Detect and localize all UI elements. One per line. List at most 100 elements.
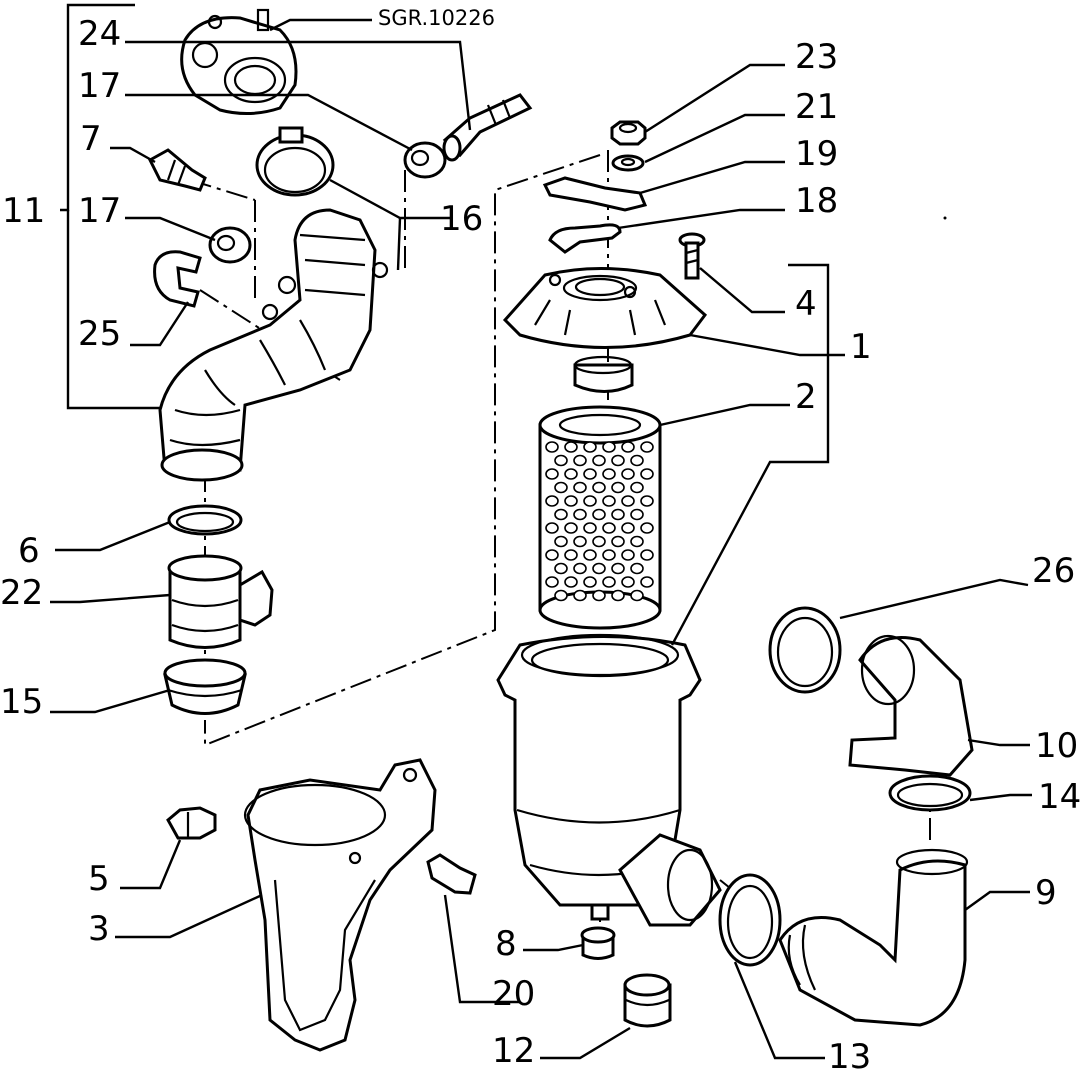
perforation-hole xyxy=(545,495,559,507)
perforation-hole xyxy=(602,522,616,534)
label-14: 14 xyxy=(1038,777,1080,817)
leader-lines xyxy=(50,3,1032,1060)
perforation-hole xyxy=(611,481,625,494)
ring-clamp-6 xyxy=(167,504,243,536)
perforation-hole xyxy=(583,576,597,588)
perforation-hole xyxy=(564,495,578,507)
label-16: 16 xyxy=(440,199,483,239)
perforation-hole xyxy=(611,562,625,575)
perforation-hole xyxy=(602,495,616,507)
grommet-17-lower xyxy=(208,226,252,264)
label-11: 11 xyxy=(2,191,45,231)
perforation-hole xyxy=(621,576,635,588)
label-24: 24 xyxy=(78,14,121,54)
label-17-lower: 17 xyxy=(78,191,121,231)
perforation-hole xyxy=(545,522,559,534)
filter-housing xyxy=(496,633,722,927)
perforation-hole xyxy=(630,535,644,548)
perforation-hole xyxy=(640,495,654,507)
label-22: 22 xyxy=(0,573,43,613)
perforation-hole xyxy=(545,549,559,561)
perforation-hole xyxy=(592,481,606,494)
perforation-hole xyxy=(630,508,644,521)
perforation-hole xyxy=(621,468,635,480)
perforation-hole xyxy=(554,481,568,494)
perforation-hole xyxy=(573,562,587,575)
label-20: 20 xyxy=(492,974,535,1014)
perforation-hole xyxy=(573,535,587,548)
mounting-bracket-3 xyxy=(243,758,437,1052)
perforation-hole xyxy=(564,441,578,453)
perforation-hole xyxy=(564,549,578,561)
label-18: 18 xyxy=(795,181,838,221)
air-mass-meter-22 xyxy=(167,554,274,649)
perforation-hole xyxy=(583,495,597,507)
bolt-5 xyxy=(166,806,217,840)
perforation-hole xyxy=(621,549,635,561)
perforation-hole xyxy=(640,576,654,588)
perforation-hole xyxy=(554,508,568,521)
label-9: 9 xyxy=(1035,873,1057,913)
perforation-hole xyxy=(611,535,625,548)
perforation-hole xyxy=(564,522,578,534)
label-4: 4 xyxy=(795,284,817,324)
perforation-hole xyxy=(573,508,587,521)
drawing-code: SGR.10226 xyxy=(378,6,495,30)
label-3: 3 xyxy=(88,909,110,949)
perforation-hole xyxy=(554,562,568,575)
perforation-hole xyxy=(621,522,635,534)
perforation-hole xyxy=(630,589,644,602)
perforation-hole xyxy=(554,535,568,548)
label-15: 15 xyxy=(0,682,43,722)
perforation-hole xyxy=(611,589,625,602)
perforation-hole xyxy=(621,495,635,507)
perforation-hole xyxy=(602,576,616,588)
perforation-hole xyxy=(602,468,616,480)
elbow-hose-25 xyxy=(153,250,202,308)
label-21: 21 xyxy=(795,87,838,127)
bracket-19 xyxy=(542,176,648,212)
perforation-hole xyxy=(630,481,644,494)
perforation-hole xyxy=(583,468,597,480)
perforation-hole xyxy=(564,576,578,588)
screw-4 xyxy=(678,232,706,280)
label-6: 6 xyxy=(18,531,40,571)
filter-perforation xyxy=(545,441,654,602)
label-23: 23 xyxy=(795,37,838,77)
perforation-hole xyxy=(592,535,606,548)
label-17-upper: 17 xyxy=(78,66,121,106)
perforation-hole xyxy=(554,589,568,602)
perforation-hole xyxy=(621,441,635,453)
air-hose-9 xyxy=(778,848,969,1027)
bracket-18 xyxy=(548,223,622,254)
intake-duct-11 xyxy=(158,208,389,482)
perforation-hole xyxy=(545,576,559,588)
stray-mark xyxy=(943,216,947,220)
nut-23 xyxy=(610,120,647,146)
perforation-hole xyxy=(640,522,654,534)
label-19: 19 xyxy=(795,134,838,174)
hose-clamp-14 xyxy=(888,774,972,812)
perforation-hole xyxy=(611,508,625,521)
perforation-hole xyxy=(573,481,587,494)
perforation-hole xyxy=(573,589,587,602)
hose-clamp-13 xyxy=(718,873,782,967)
label-25: 25 xyxy=(78,314,121,354)
perforation-hole xyxy=(583,522,597,534)
filter-element-2 xyxy=(538,405,662,630)
perforation-hole xyxy=(640,441,654,453)
perforation-hole xyxy=(592,508,606,521)
hose-clamp-26 xyxy=(768,606,842,694)
sleeve-15 xyxy=(163,658,247,715)
label-8: 8 xyxy=(495,924,517,964)
part-labels: SGR.10226 24 17 7 17 11 25 16 23 21 19 1… xyxy=(0,6,1080,1070)
hose-connector-24 xyxy=(442,93,533,162)
perforation-hole xyxy=(630,454,644,467)
perforation-hole xyxy=(583,441,597,453)
perforation-hole xyxy=(573,454,587,467)
label-2: 2 xyxy=(795,377,817,417)
label-5: 5 xyxy=(88,859,110,899)
perforation-hole xyxy=(611,454,625,467)
plug-8 xyxy=(580,926,616,960)
